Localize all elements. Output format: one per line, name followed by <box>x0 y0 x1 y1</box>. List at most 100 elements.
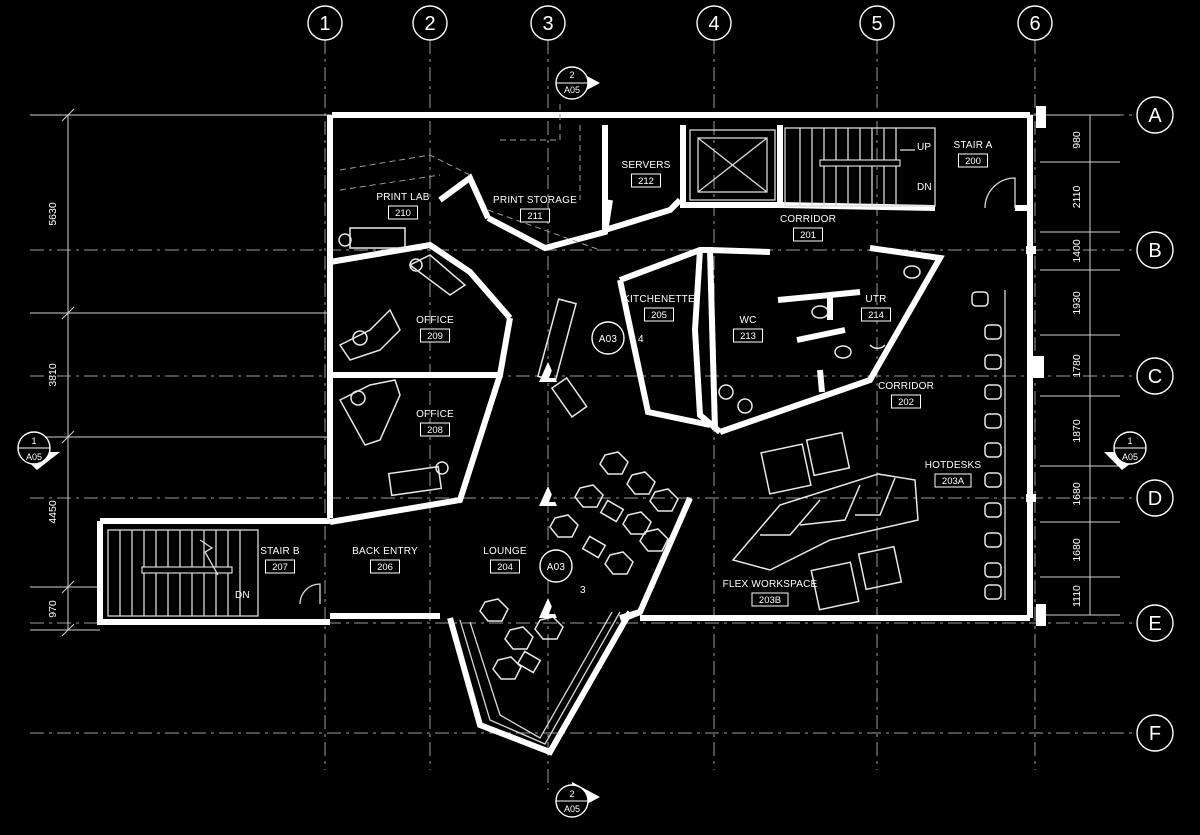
room-number-box <box>733 328 763 343</box>
room-name: STAIR B <box>260 546 300 557</box>
grid-column-label: 1 <box>319 13 330 35</box>
grid-row-label: F <box>1149 723 1161 745</box>
grid-row-label: B <box>1148 240 1161 262</box>
room-number-box <box>934 473 972 488</box>
room-number-box <box>793 227 823 242</box>
room-tag: OFFICE 208 <box>416 409 454 437</box>
room-tag: CORRIDOR 202 <box>878 381 934 409</box>
dimension-label: 1680 <box>1071 482 1083 506</box>
stair-dn-label: DN <box>917 182 932 193</box>
stair-a: UP DN <box>784 127 1016 209</box>
dimension-label: 2110 <box>1071 186 1083 209</box>
room-tag: STAIR B 207 <box>260 546 300 574</box>
room-number-box <box>490 559 520 574</box>
hotdesk-chairs <box>971 290 1006 600</box>
grid-column-label: 6 <box>1029 13 1040 35</box>
svg-text:3: 3 <box>580 585 586 596</box>
room-name: STAIR A <box>953 140 992 151</box>
grid-column-label: 5 <box>871 13 882 35</box>
svg-text:A03: A03 <box>599 334 618 345</box>
room-tag: FLEX WORKSPACE 203B <box>723 579 818 607</box>
svg-text:A05: A05 <box>1122 452 1138 462</box>
flex-workspace-desks <box>731 431 919 611</box>
grid-row-label: C <box>1148 366 1162 388</box>
svg-text:2: 2 <box>569 70 574 80</box>
grid-bubbles-rows: A B C D E F <box>1136 96 1174 752</box>
grid-column-label: 3 <box>542 13 553 35</box>
stair-dn-label: DN <box>235 590 250 601</box>
section-marker-bottom: 2 A05 <box>555 782 600 818</box>
room-number-box <box>420 328 450 343</box>
room-number-box <box>370 559 400 574</box>
section-marker-left: 1 A05 <box>17 431 60 470</box>
interior-elevation-tag-a03-4: A03 4 <box>591 321 644 355</box>
grid-row-label: A <box>1148 105 1162 127</box>
room-number: 212 <box>638 176 654 187</box>
right-dimension-string: 980 2110 1400 1930 1780 1870 1680 1680 1… <box>1040 114 1120 616</box>
room-name: CORRIDOR <box>780 214 836 225</box>
room-number: 207 <box>272 562 288 573</box>
room-number-box <box>265 559 295 574</box>
overhead-lines <box>339 100 601 251</box>
dimension-label: 3810 <box>47 363 59 387</box>
room-name: PRINT LAB <box>376 192 429 203</box>
room-number: 208 <box>427 425 443 436</box>
svg-text:A05: A05 <box>564 804 580 814</box>
room-name: OFFICE <box>416 409 454 420</box>
furniture <box>338 227 1006 680</box>
room-number: 202 <box>898 397 914 408</box>
svg-text:A05: A05 <box>564 85 580 95</box>
room-number-box <box>388 205 418 220</box>
dimension-label: 1680 <box>1071 538 1083 562</box>
left-dimension-string: 5630 3810 4450 970 <box>30 108 330 637</box>
grid-row-label: E <box>1148 613 1161 635</box>
dimension-label: 980 <box>1071 131 1083 149</box>
grid-bubbles-columns: 1 2 3 4 5 6 <box>307 5 1053 41</box>
elevator <box>689 129 776 201</box>
room-number: 213 <box>740 331 756 342</box>
room-number-box <box>631 173 661 188</box>
room-name: CORRIDOR <box>878 381 934 392</box>
interior-elevation-tag-a03-3: A03 3 <box>539 549 586 596</box>
exterior-walls <box>97 106 1046 626</box>
elevation-markers <box>539 362 557 618</box>
room-number: 211 <box>527 211 542 222</box>
room-name: FLEX WORKSPACE <box>723 579 818 590</box>
room-number: 203B <box>759 595 781 606</box>
room-tag: STAIR A 200 <box>953 140 992 168</box>
room-number: 209 <box>427 331 443 342</box>
room-number-box <box>420 422 450 437</box>
stair-up-label: UP <box>917 142 931 153</box>
lounge-seating <box>479 451 679 680</box>
room-name: BACK ENTRY <box>352 546 418 557</box>
room-tag: OFFICE 209 <box>416 315 454 343</box>
room-number: 206 <box>377 562 393 573</box>
svg-text:4: 4 <box>638 334 644 345</box>
room-number-box <box>861 307 891 322</box>
section-marker-right: 1 A05 <box>1104 431 1147 470</box>
dimension-label: 970 <box>47 600 59 618</box>
section-marker-top: 2 A05 <box>555 66 600 100</box>
dimension-label: 1870 <box>1071 419 1083 443</box>
svg-text:A05: A05 <box>26 452 42 462</box>
svg-text:1: 1 <box>31 436 36 446</box>
dimension-label: 1110 <box>1071 585 1083 607</box>
svg-text:1: 1 <box>1127 436 1132 446</box>
room-number: 200 <box>965 156 981 167</box>
room-name: OFFICE <box>416 315 454 326</box>
dimension-label: 5630 <box>47 202 59 226</box>
room-number: 214 <box>868 310 884 321</box>
room-number-box <box>520 208 550 223</box>
dimension-label: 1930 <box>1071 291 1083 315</box>
grid-column-label: 2 <box>424 13 435 35</box>
grid-column-label: 4 <box>708 13 719 35</box>
stair-b: DN <box>107 529 321 617</box>
